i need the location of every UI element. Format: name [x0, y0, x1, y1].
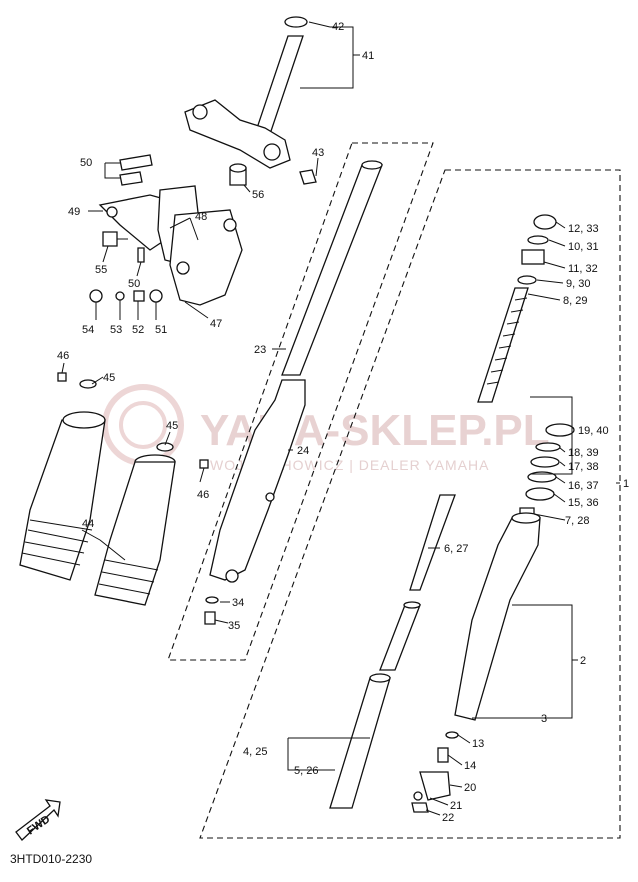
- callout-9-30: 9, 30: [566, 278, 590, 290]
- callout-55: 55: [95, 264, 107, 276]
- fork-assembly-1: [329, 214, 575, 813]
- callout-labels: 42 41 43 56 50 49 48 55 50 54 53 52 51 4…: [57, 21, 629, 824]
- callout-45-bottom: 45: [166, 420, 178, 432]
- callout-50-top: 50: [80, 157, 92, 169]
- fwd-direction-arrow: FWD: [15, 799, 61, 841]
- fork-boots-44: [19, 372, 209, 606]
- callout-11-32: 11, 32: [568, 263, 598, 275]
- callout-15-36: 15, 36: [568, 497, 599, 509]
- fork-brackets: [89, 154, 243, 306]
- callout-42: 42: [332, 21, 344, 33]
- callout-21: 21: [450, 800, 462, 812]
- fwd-label: FWD: [25, 813, 52, 837]
- diagram-code: 3HTD010-2230: [10, 852, 93, 866]
- callout-54: 54: [82, 324, 94, 336]
- callout-5-26: 5, 26: [294, 765, 318, 777]
- callout-51: 51: [155, 324, 167, 336]
- callout-13: 13: [472, 738, 484, 750]
- callout-17-38: 17, 38: [568, 461, 599, 473]
- callout-34: 34: [232, 597, 244, 609]
- callout-23: 23: [254, 344, 266, 356]
- callout-16-37: 16, 37: [568, 480, 599, 492]
- callout-24: 24: [297, 445, 309, 457]
- callout-10-31: 10, 31: [568, 241, 599, 253]
- callout-46-top: 46: [57, 350, 69, 362]
- callout-2: 2: [580, 655, 586, 667]
- callout-8-29: 8, 29: [563, 295, 587, 307]
- callout-35: 35: [228, 620, 240, 632]
- callout-19-40: 19, 40: [578, 425, 609, 437]
- callout-41: 41: [362, 50, 374, 62]
- callout-14: 14: [464, 760, 476, 772]
- callout-56: 56: [252, 189, 264, 201]
- leader-lines: [61, 21, 620, 816]
- callout-47: 47: [210, 318, 222, 330]
- callout-6-27: 6, 27: [444, 543, 468, 555]
- callout-45-top: 45: [103, 372, 115, 384]
- callout-1: 1: [623, 478, 629, 490]
- callout-48: 48: [195, 211, 207, 223]
- group-1-boundary: [199, 169, 621, 839]
- callout-50-bottom: 50: [128, 278, 140, 290]
- callout-20: 20: [464, 782, 476, 794]
- callout-46-bottom: 46: [197, 489, 209, 501]
- callout-49: 49: [68, 206, 80, 218]
- callout-43: 43: [312, 147, 324, 159]
- callout-52: 52: [132, 324, 144, 336]
- callout-4-25: 4, 25: [243, 746, 267, 758]
- callout-53: 53: [110, 324, 122, 336]
- group-23-boundary: [167, 142, 434, 661]
- callout-7-28: 7, 28: [565, 515, 589, 527]
- callout-44: 44: [82, 518, 94, 530]
- fork-assembly-23: [204, 160, 383, 625]
- callout-18-39: 18, 39: [568, 447, 599, 459]
- callout-12-33: 12, 33: [568, 223, 599, 235]
- callout-22: 22: [442, 812, 454, 824]
- callout-3: 3: [541, 713, 547, 725]
- steering-stem-assembly: [184, 16, 317, 186]
